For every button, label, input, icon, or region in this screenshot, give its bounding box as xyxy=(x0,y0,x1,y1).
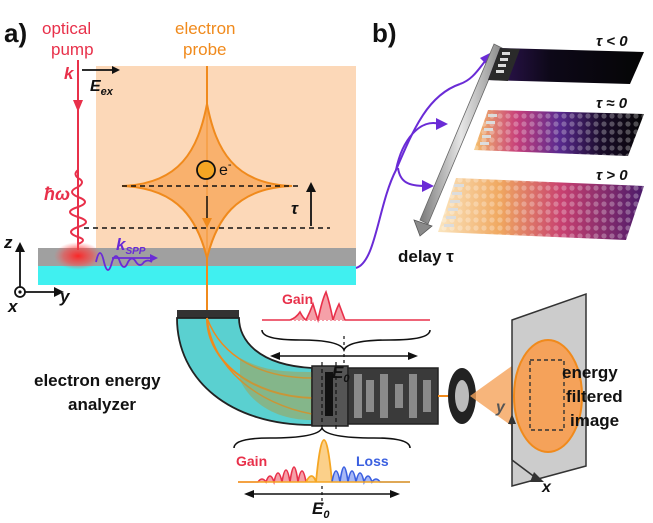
axis-z-label: z xyxy=(3,233,13,252)
e-ex-arrowhead xyxy=(112,66,120,74)
axis-y-label: y xyxy=(59,287,71,306)
image-label-line1: energy xyxy=(562,363,618,382)
optical-pulse-wave xyxy=(69,169,87,245)
axis-x-label: x xyxy=(7,297,19,316)
k-spp-arrowhead xyxy=(150,254,158,262)
delay-rod xyxy=(419,43,503,225)
bottom-e0-label: E0 xyxy=(312,499,330,521)
map1-fins xyxy=(496,52,510,73)
top-brace xyxy=(261,329,431,353)
top-e0-arrowhead-left xyxy=(270,352,280,360)
ring-lens-inner xyxy=(455,380,469,412)
image-label-line2: filtered xyxy=(566,387,623,406)
bottom-brace xyxy=(233,425,411,449)
lens-element-2 xyxy=(366,380,374,412)
lens-element-1 xyxy=(354,374,362,418)
bottom-e0-arrowhead-right xyxy=(390,490,400,498)
bottom-loss-label: Loss xyxy=(356,453,389,469)
analyzer-label-line1: electron energy xyxy=(34,371,161,390)
x-axis-dot xyxy=(18,290,22,294)
bottom-gain-spectrum xyxy=(238,466,307,485)
tau-label: τ xyxy=(291,199,299,218)
e-ex-label: Eex xyxy=(90,78,114,98)
electron-label: e- xyxy=(219,159,232,179)
image-label-line3: image xyxy=(570,411,619,430)
electron-probe-label-line2: probe xyxy=(183,40,226,59)
hbar-omega-label: ħω xyxy=(44,184,70,204)
tau-zero-label: τ ≈ 0 xyxy=(596,95,628,112)
image-x-arrowhead xyxy=(530,472,544,482)
bottom-e0-arrowhead-left xyxy=(244,490,254,498)
delay-label: delay τ xyxy=(398,247,454,266)
z-axis-arrowhead xyxy=(15,242,25,252)
analyzer-label-line2: analyzer xyxy=(68,395,136,414)
unused xyxy=(262,432,322,458)
tau-negative-label: τ < 0 xyxy=(596,33,628,50)
panel-b-label: b) xyxy=(372,18,397,48)
analyzer-entrance-slit xyxy=(177,310,239,318)
image-x-axis xyxy=(511,459,537,479)
optical-pump-label-line1: optical xyxy=(42,19,91,38)
packet-direction-arrowhead xyxy=(202,218,212,228)
tau-arrowhead xyxy=(306,182,316,192)
electron-dot xyxy=(196,160,216,180)
map3-ripples xyxy=(438,178,644,240)
k-spp-label: kSPP xyxy=(116,235,146,257)
curve-arrowhead-3 xyxy=(422,180,434,192)
lens-element-3 xyxy=(380,374,388,418)
image-y-label: y xyxy=(495,399,506,416)
pump-spot xyxy=(54,242,102,270)
curve-to-third-map xyxy=(397,167,427,187)
top-e0-arrowhead-right xyxy=(408,352,418,360)
top-gain-label: Gain xyxy=(282,291,313,307)
top-gain-spectrum xyxy=(262,289,430,324)
map3-fins xyxy=(444,184,464,227)
image-x-label: x xyxy=(541,479,552,496)
electron-wavepacket xyxy=(121,103,293,259)
lens-element-5 xyxy=(409,374,417,418)
y-axis-arrowhead xyxy=(54,287,64,297)
energy-filtered-image xyxy=(513,339,583,453)
curve-arrowhead-2 xyxy=(436,118,448,130)
curve-to-second-map xyxy=(395,122,441,171)
map2-fins xyxy=(480,114,497,145)
bottom-gain-label: Gain xyxy=(236,453,267,469)
lens-element-4 xyxy=(395,384,403,408)
optical-pump-arrow xyxy=(73,100,83,112)
tau-positive-label: τ > 0 xyxy=(596,167,628,184)
image-crop-box xyxy=(529,359,565,431)
k-label: k xyxy=(64,64,75,83)
map-tau-negative xyxy=(488,48,644,84)
top-e0-label: E0 xyxy=(332,363,350,385)
bottom-loss-spectrum xyxy=(331,466,410,485)
curve-to-first-map xyxy=(459,59,487,85)
map2-ripples xyxy=(474,110,644,156)
electron-probe-label-line1: electron xyxy=(175,19,235,38)
substrate xyxy=(38,266,356,285)
image-y-arrowhead xyxy=(508,414,516,424)
delay-rod-tip xyxy=(413,219,433,237)
lens-element-6 xyxy=(423,380,431,412)
dispersed-beam-fan xyxy=(240,358,312,420)
spp-wave xyxy=(95,252,153,271)
panel-a-label: a) xyxy=(4,18,27,48)
energy-slit xyxy=(325,372,333,416)
gold-film xyxy=(38,248,356,266)
zero-loss-peak xyxy=(305,439,333,483)
optical-pump-label-line2: pump xyxy=(51,40,94,59)
